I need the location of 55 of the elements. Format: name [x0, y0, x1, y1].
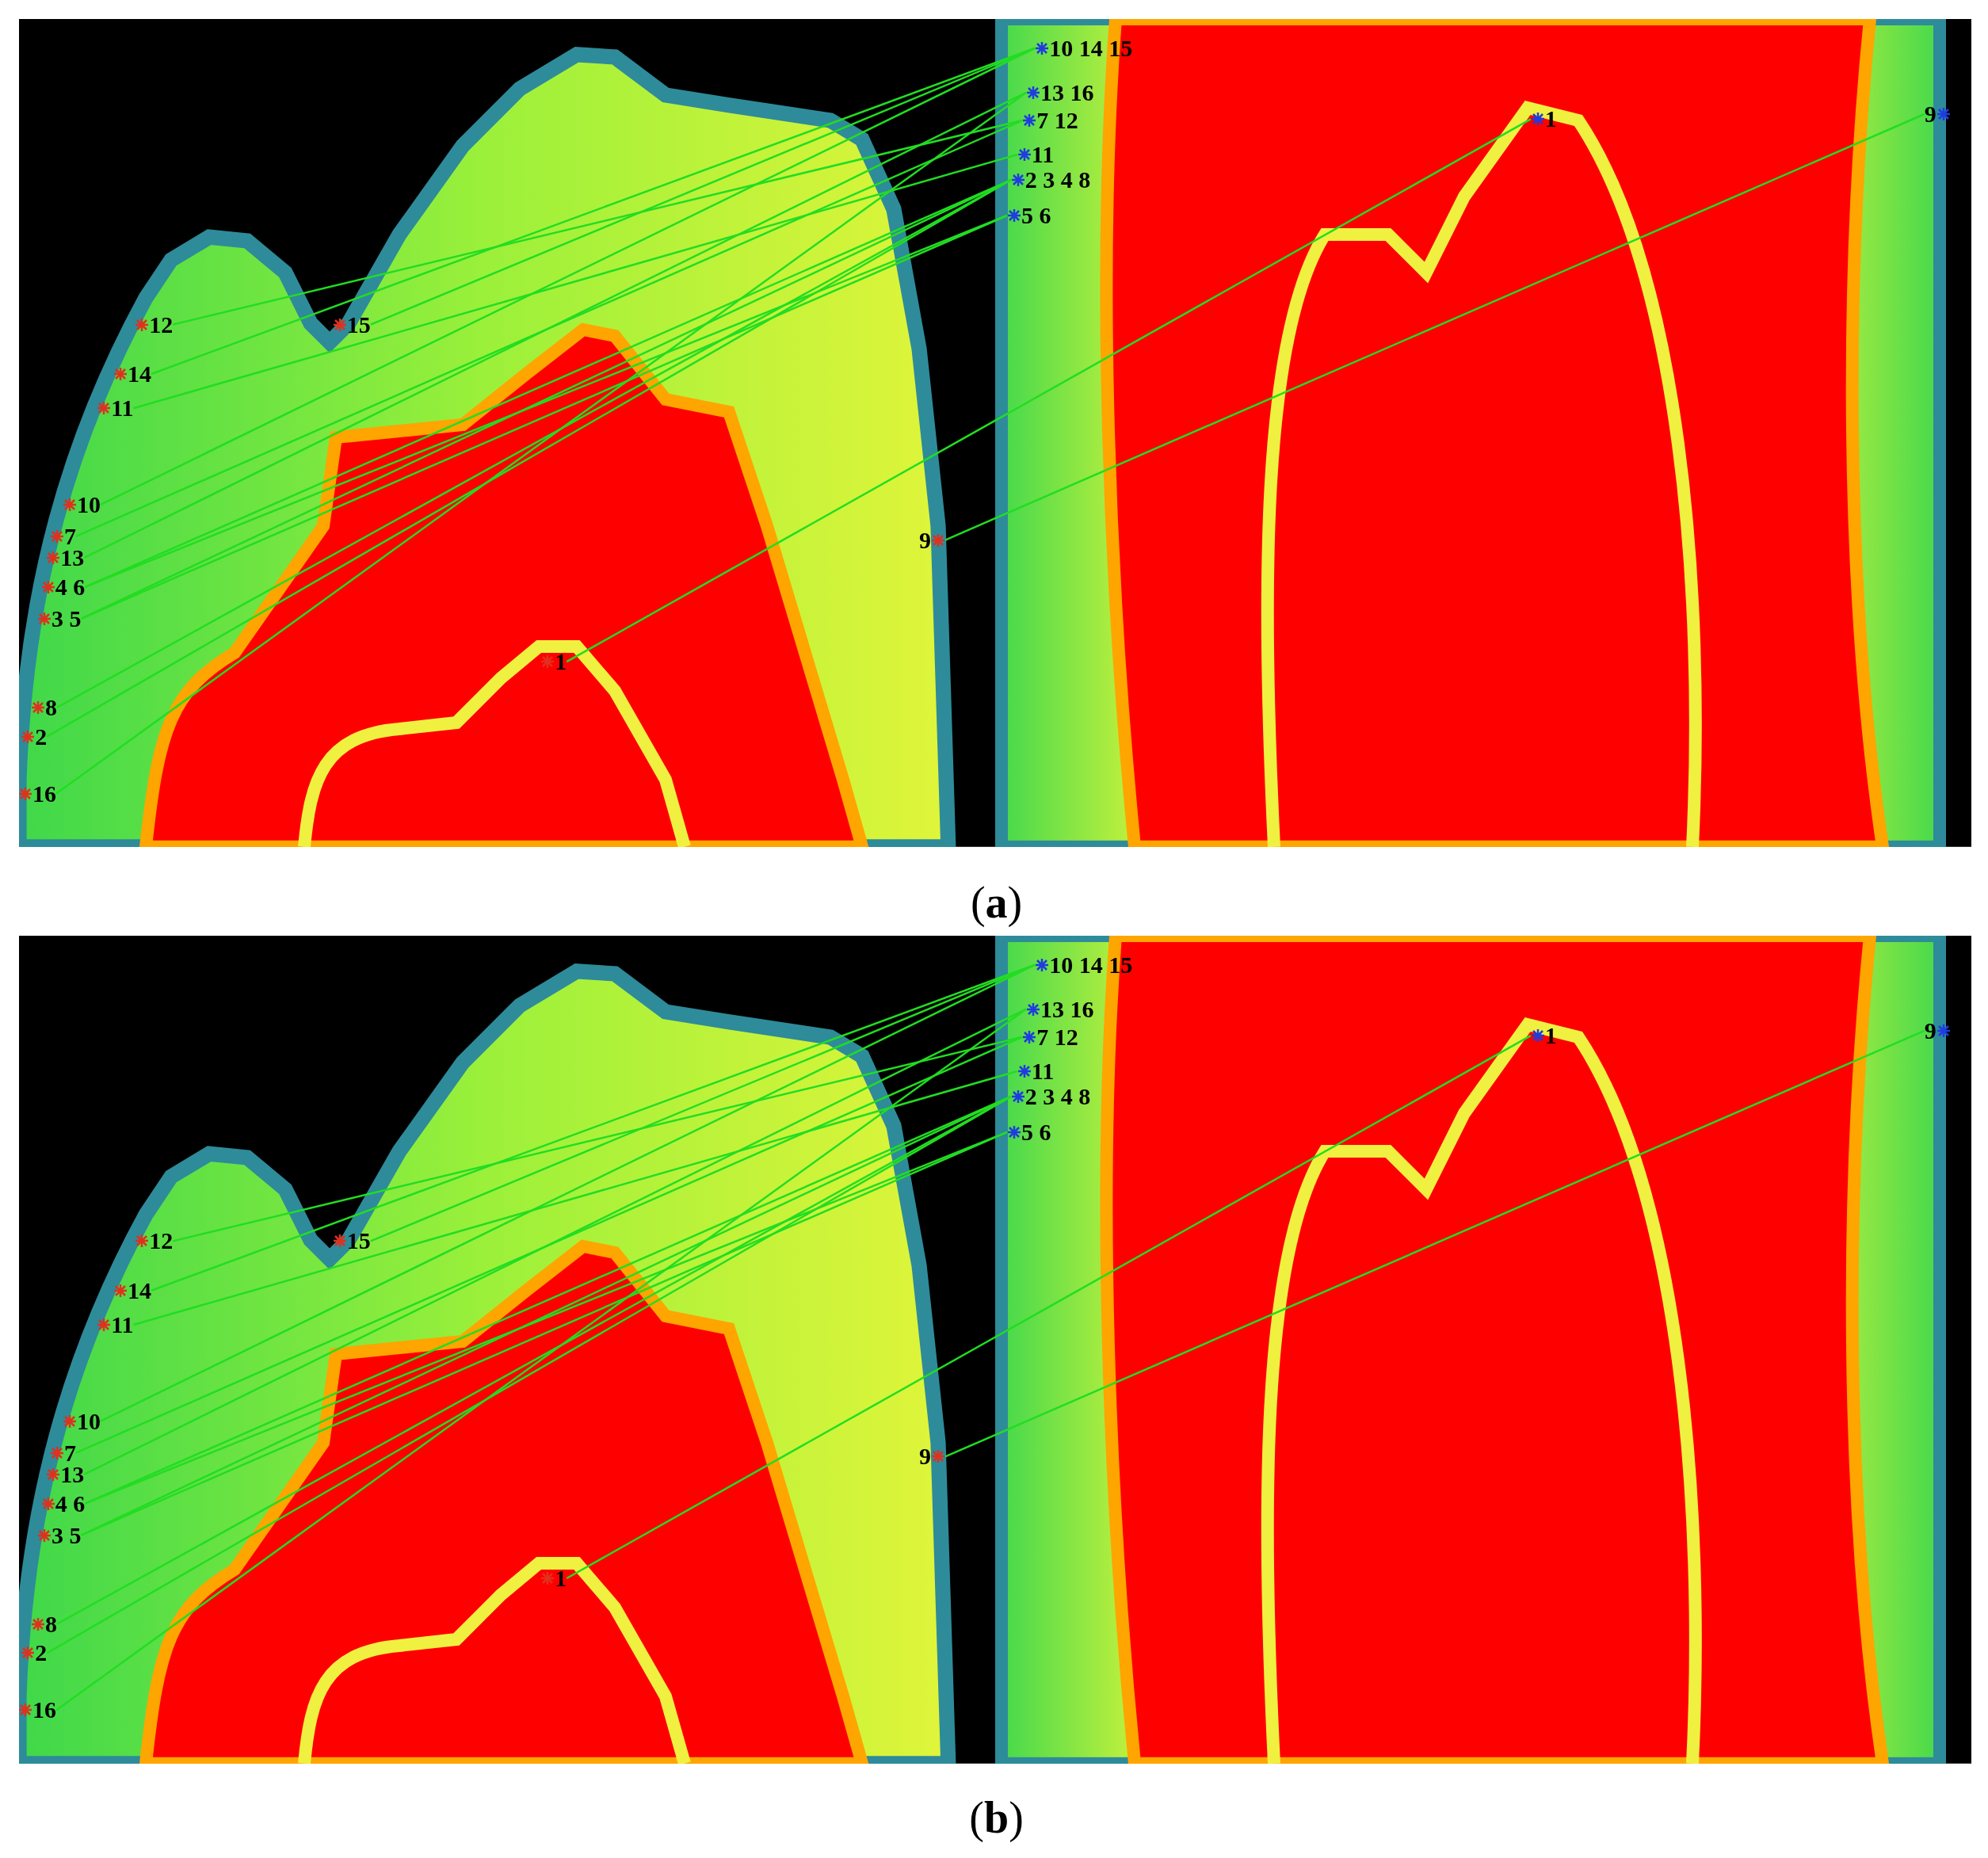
match-line: [55, 91, 1027, 795]
point-number-label: 10: [77, 1409, 101, 1433]
match-line: [100, 47, 1036, 506]
point-number-label: 1: [555, 650, 567, 674]
point-number-label: 5 6: [1021, 1120, 1051, 1144]
point-number-label: 2: [35, 724, 48, 749]
point-number-label: 8: [45, 695, 57, 719]
point-number-label: 15: [346, 312, 371, 337]
point-number-label: 12: [149, 312, 174, 337]
match-line: [133, 154, 1018, 410]
point-number-label: 2: [35, 1641, 48, 1665]
point-number-label: 4 6: [55, 1491, 86, 1516]
match-line: [172, 1036, 1023, 1242]
match-line: [370, 47, 1036, 326]
match-line: [172, 119, 1023, 326]
point-number-label: 16: [32, 1698, 56, 1723]
point-number-label: 2 3 4 8: [1025, 1085, 1091, 1108]
point-number-label: 11: [111, 396, 134, 421]
point-number-label: 9: [919, 1444, 931, 1469]
match-line: [566, 1035, 1532, 1580]
point-number-label: 11: [1031, 143, 1055, 167]
point-number-label: 3 5: [52, 606, 82, 631]
point-number-label: 7: [64, 524, 76, 548]
match-line: [944, 1029, 1925, 1458]
point-number-label: 10: [77, 492, 101, 517]
panel-caption: (b): [969, 1794, 1024, 1842]
point-number-label: 2 3 4 8: [1025, 168, 1091, 193]
match-line: [151, 963, 1036, 1291]
point-number-label: 16: [32, 781, 56, 806]
point-number-label: 4 6: [55, 574, 86, 599]
point-number-label: 3 5: [52, 1523, 82, 1547]
match-line: [566, 118, 1532, 663]
match-line: [133, 1070, 1018, 1326]
match-line: [370, 963, 1036, 1242]
point-number-label: 15: [346, 1229, 371, 1253]
point-number-label: 9: [919, 528, 931, 552]
point-number-label: 7 12: [1036, 109, 1078, 132]
point-number-label: 1: [555, 1566, 567, 1590]
match-line: [55, 1008, 1027, 1711]
panel-caption: (a): [970, 879, 1023, 927]
point-number-label: 9: [1924, 1018, 1936, 1043]
point-number-label: 14: [128, 362, 151, 386]
point-number-label: 11: [111, 1313, 134, 1337]
point-number-label: 7 12: [1036, 1024, 1078, 1049]
match-line: [944, 113, 1925, 541]
point-number-label: 13 16: [1040, 80, 1094, 105]
point-number-label: 13 16: [1040, 997, 1094, 1021]
point-number-label: 12: [149, 1229, 174, 1253]
match-line: [151, 47, 1036, 376]
point-number-label: 14: [128, 1278, 151, 1303]
point-number-label: 8: [45, 1612, 57, 1636]
point-number-label: 5 6: [1021, 204, 1051, 227]
point-number-label: 13: [60, 546, 85, 570]
point-number-label: 9: [1924, 102, 1936, 126]
point-number-label: 11: [1031, 1059, 1055, 1083]
